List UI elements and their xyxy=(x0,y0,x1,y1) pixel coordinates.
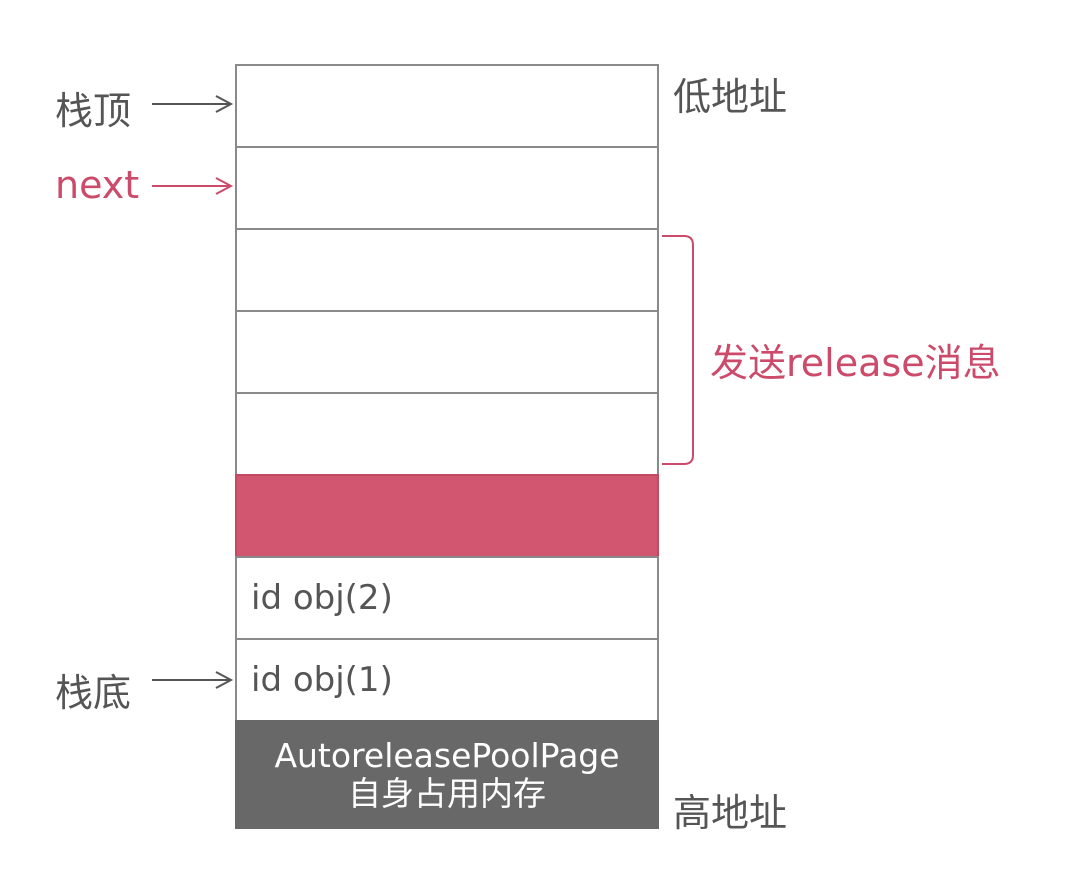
stack-cell-release-2 xyxy=(235,310,659,394)
next-arrow xyxy=(152,177,234,195)
release-bracket xyxy=(662,235,694,465)
self-block-line-1: AutoreleasePoolPage xyxy=(274,735,620,775)
self-block-line-2: 自身占用内存 xyxy=(348,773,546,813)
stack-cell-sentinel xyxy=(235,474,659,558)
stack-bottom-label: 栈底 xyxy=(55,671,132,715)
low-address-label: 低地址 xyxy=(673,75,788,119)
stack-bottom-arrow xyxy=(152,671,234,689)
high-address-label: 高地址 xyxy=(673,791,788,835)
release-message-label: 发送release消息 xyxy=(710,341,1001,385)
stack-cell-obj2: id obj(2) xyxy=(235,556,659,640)
stack-cell-obj1: id obj(1) xyxy=(235,638,659,722)
stack-cell-1 xyxy=(235,64,659,148)
obj2-label: id obj(2) xyxy=(251,578,393,618)
stack-top-label: 栈顶 xyxy=(55,89,132,133)
next-label: next xyxy=(55,163,140,207)
obj1-label: id obj(1) xyxy=(251,660,393,700)
stack-cell-next xyxy=(235,146,659,230)
autorelease-pool-stack: id obj(2) id obj(1) AutoreleasePoolPage … xyxy=(235,64,659,829)
stack-top-arrow xyxy=(152,95,234,113)
page-self-memory-block: AutoreleasePoolPage 自身占用内存 xyxy=(235,720,659,829)
